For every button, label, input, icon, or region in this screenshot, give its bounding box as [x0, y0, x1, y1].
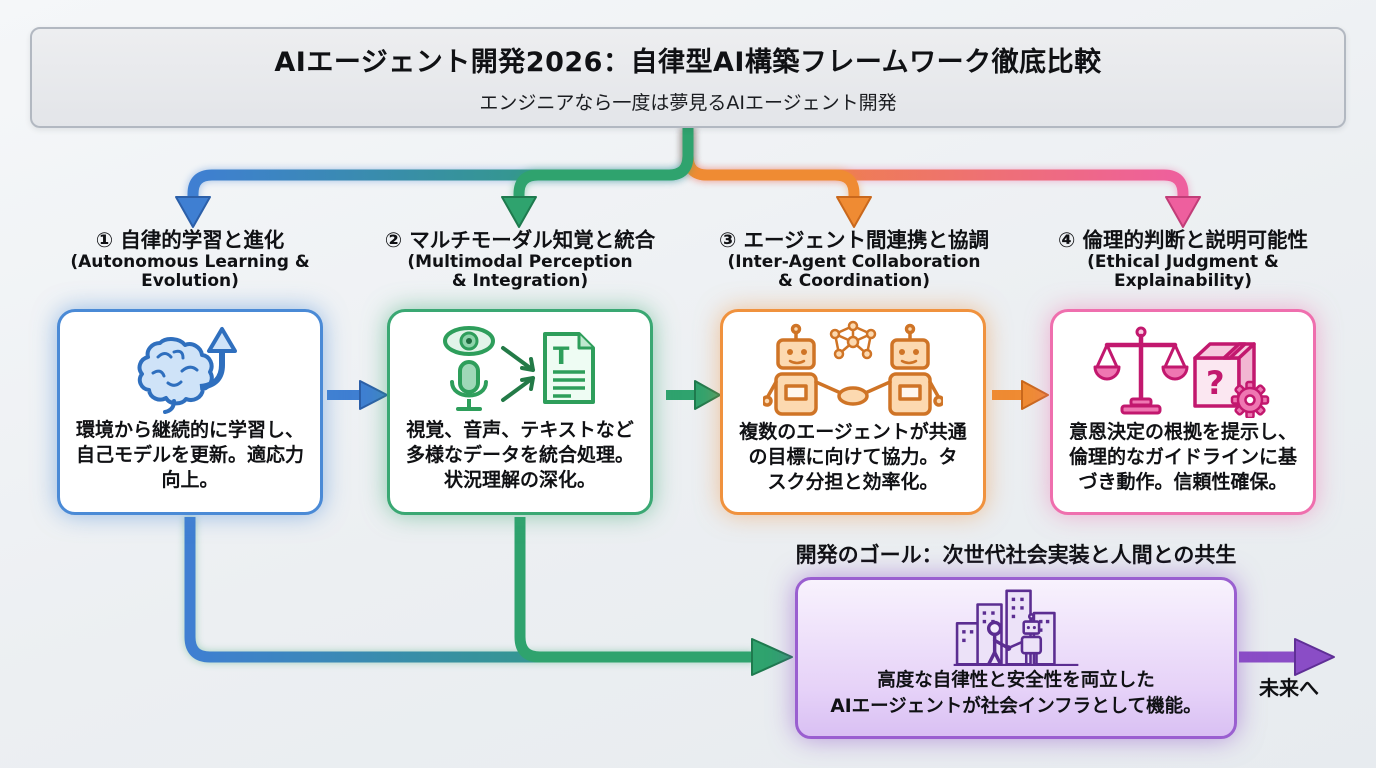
branch-arrowhead-green	[501, 196, 537, 228]
goal-arrowhead-green	[751, 638, 793, 676]
page-title: AIエージェント開発2026：自律型AI構築フレームワーク徹底比較	[274, 47, 1102, 78]
flow-arrow-1-2-head	[359, 380, 388, 410]
branch-line-orange	[682, 128, 860, 200]
robots-handshake-network-icon	[763, 320, 943, 416]
column-heading-4-jp: ④ 倫理的判断と説明可能性	[1058, 228, 1308, 252]
feature-box-1-text: 環境から継続的に学習し、 自己モデルを更新。適応力 向上。	[75, 419, 304, 492]
future-arrowhead	[1294, 638, 1335, 676]
branch-arrowhead-orange	[836, 196, 872, 228]
column-heading-1-en: (Autonomous Learning & Evolution)	[70, 251, 310, 292]
column-heading-3-jp: ③ エージェント間連携と協調	[718, 228, 990, 252]
header-banner: AIエージェント開発2026：自律型AI構築フレームワーク徹底比較 エンジニアな…	[30, 27, 1346, 128]
scales-mystery-box-gear-icon: ?	[1093, 326, 1270, 418]
branch-arrowhead-blue	[175, 196, 211, 228]
brain-up-arrow-icon	[137, 327, 237, 414]
eye-mic-document-icon: T	[443, 326, 595, 411]
column-heading-3-en: (Inter-Agent Collaboration & Coordinatio…	[727, 251, 981, 292]
branch-line-blue	[187, 128, 694, 200]
goal-box-text: 高度な自律性と安全性を両立した AIエージェントが社会インフラとして機能。	[830, 670, 1202, 717]
feature-box-2-text: 視覚、音声、テキストなど 多様なデータを統合処理。 状況理解の深化。	[405, 419, 634, 492]
branch-line-green	[513, 128, 694, 200]
column-heading-4: ④ 倫理的判断と説明可能性 (Ethical Judgment & Explai…	[1023, 228, 1343, 292]
goal-box: 高度な自律性と安全性を両立した AIエージェントが社会インフラとして機能。	[795, 577, 1237, 739]
flow-arrow-2-3-head	[694, 380, 721, 410]
column-heading-1-jp: ① 自律的学習と進化	[95, 228, 285, 252]
feature-box-collaboration: 複数のエージェントが共通 の目標に向けて協力。タ スク分担と効率化。	[720, 309, 986, 515]
city-human-robot-icon	[953, 589, 1079, 666]
column-heading-2: ② マルチモーダル知覚と統合 (Multimodal Perception & …	[360, 228, 680, 292]
feature-box-3-text: 複数のエージェントが共通 の目標に向けて協力。タ スク分担と効率化。	[739, 421, 967, 494]
page-subtitle: エンジニアなら一度は夢見るAIエージェント開発	[479, 92, 897, 114]
branch-arrowhead-pink	[1165, 196, 1201, 228]
svg-text:T: T	[553, 342, 570, 370]
goal-line-green	[514, 517, 754, 663]
feature-box-4-text: 意恩決定の根拠を提示し、 倫理的なガイドラインに基 づき動作。信頼性確保。	[1068, 421, 1297, 494]
future-label: 未来へ	[1259, 676, 1319, 700]
feature-box-multimodal: T 視覚、音声、テキストなど 多様なデータを統合処理。 状況理解の深化。	[387, 309, 653, 515]
column-heading-3: ③ エージェント間連携と協調 (Inter-Agent Collaboratio…	[694, 228, 1014, 292]
column-heading-1: ① 自律的学習と進化 (Autonomous Learning & Evolut…	[30, 228, 350, 292]
goal-heading: 開発のゴール：次世代社会実装と人間との共生	[795, 543, 1237, 567]
flow-arrow-3-4-head	[1021, 380, 1049, 410]
column-heading-2-jp: ② マルチモーダル知覚と統合	[384, 228, 656, 252]
svg-text:?: ?	[1206, 364, 1225, 402]
goal-line-blue-green	[184, 517, 754, 663]
branch-line-pink	[682, 128, 1189, 200]
feature-box-autonomous-learning: 環境から継続的に学習し、 自己モデルを更新。適応力 向上。	[57, 309, 323, 515]
column-heading-4-en: (Ethical Judgment & Explainability)	[1087, 251, 1279, 292]
feature-box-ethics: ? 意恩決定の根拠を提示し、 倫	[1050, 309, 1316, 515]
column-heading-2-en: (Multimodal Perception & Integration)	[407, 251, 633, 292]
